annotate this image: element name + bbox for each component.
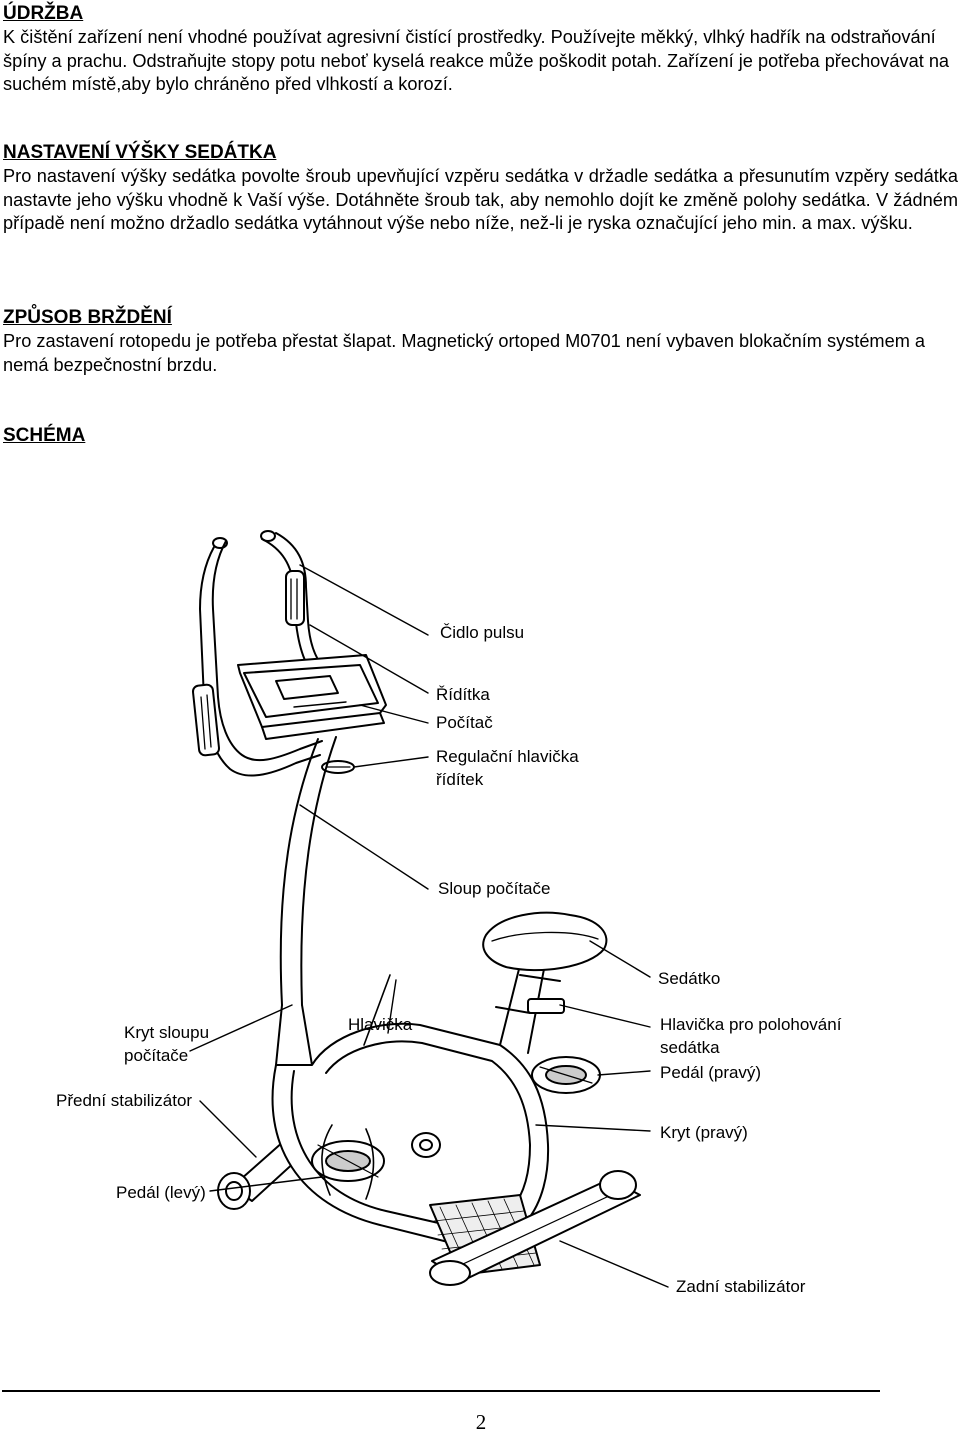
- label-handlebar-knob-line-2: řídítek: [436, 770, 484, 789]
- label-seat-knob-line-2: sedátka: [660, 1038, 720, 1057]
- label-rear-stabilizer: Zadní stabilizátor: [676, 1277, 806, 1296]
- section-schema: SCHÉMA: [3, 424, 958, 448]
- seat-drawing: [482, 911, 608, 1054]
- heading-seat-height: NASTAVENÍ VÝŠKY SEDÁTKA: [3, 142, 277, 163]
- page-number: 2: [475, 1410, 487, 1434]
- section-seat-height: NASTAVENÍ VÝŠKY SEDÁTKA Pro nastavení vý…: [3, 141, 958, 236]
- section-braking: ZPŮSOB BRŽDĚNÍ Pro zastavení rotopedu je…: [3, 306, 958, 377]
- heading-maintenance: ÚDRŽBA: [3, 3, 84, 24]
- label-knob: Hlavička: [348, 1015, 413, 1034]
- paragraph-seat-height: Pro nastavení výšky sedátka povolte šrou…: [3, 166, 958, 234]
- label-column-cover-line-1: Kryt sloupu: [124, 1023, 210, 1042]
- label-column-cover: Kryt sloupu počítače: [124, 1021, 209, 1067]
- label-computer-column: Sloup počítače: [438, 879, 551, 898]
- label-column-cover-line-2: počítače: [124, 1046, 189, 1065]
- label-seat: Sedátko: [658, 969, 721, 988]
- computer-console-drawing: [237, 654, 387, 774]
- label-pulse-sensor: Čidlo pulsu: [440, 623, 525, 642]
- paragraph-braking: Pro zastavení rotopedu je potřeba přesta…: [3, 331, 926, 375]
- label-cover-right: Kryt (pravý): [660, 1123, 748, 1142]
- leader-lines: [189, 564, 669, 1288]
- exercise-bike-illustration: [189, 530, 669, 1288]
- footer-divider: [2, 1390, 880, 1392]
- heading-schema: SCHÉMA: [3, 425, 86, 446]
- label-pedal-right: Pedál (pravý): [660, 1063, 762, 1082]
- paragraph-maintenance: K čištění zařízení není vhodné používat …: [3, 27, 950, 95]
- pedals-drawing: [311, 1056, 601, 1200]
- label-handlebar-knob-line-1: Regulační hlavička: [436, 747, 579, 766]
- label-pedal-left: Pedál (levý): [116, 1183, 206, 1202]
- bike-diagram: Čidlo pulsu Řídítka Počítač Regulační hl…: [0, 505, 960, 1315]
- label-seat-knob-line-1: Hlavička pro polohování: [660, 1015, 842, 1034]
- label-front-stabilizer: Přední stabilizátor: [56, 1091, 193, 1110]
- label-handlebars: Řídítka: [436, 685, 490, 704]
- label-seat-knob: Hlavička pro polohování sedátka: [660, 1013, 841, 1059]
- rear-stabilizer-drawing: [429, 1170, 641, 1286]
- label-computer: Počítač: [436, 713, 493, 732]
- heading-braking: ZPŮSOB BRŽDĚNÍ: [3, 307, 172, 328]
- computer-column-drawing: [275, 736, 337, 1066]
- label-handlebar-knob: Regulační hlavička řídítek: [436, 745, 579, 791]
- section-maintenance: ÚDRŽBA K čištění zařízení není vhodné po…: [3, 2, 958, 97]
